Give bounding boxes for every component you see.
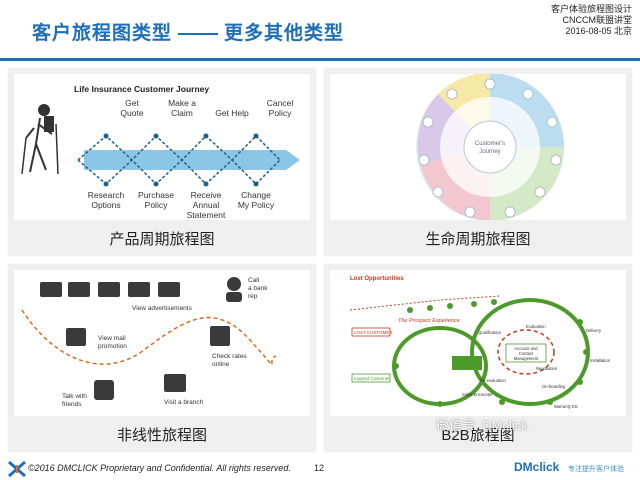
bank-icon: [164, 374, 186, 392]
lifecycle-wheel-svg: Customer's Journey: [416, 72, 564, 221]
radio-icon: [158, 282, 180, 297]
label-call-rep-2: a bank: [248, 285, 268, 292]
lifecycle-wheel: Customer's Journey: [330, 72, 626, 221]
lost-customer-label: LOST CUSTOMER: [354, 330, 393, 335]
friends-icon: [94, 380, 114, 400]
b2b-nodes: [393, 299, 589, 407]
wheel-center-label-2: Journey: [479, 149, 500, 155]
label-view-mail-2: promotion: [98, 343, 127, 350]
label-call-rep-3: rep: [248, 293, 258, 300]
label-talk-friends-2: friends: [62, 401, 82, 408]
lost-customer-box: [351, 327, 391, 337]
nonlinear-path: [21, 309, 277, 366]
legend-label: Legend Customer: [354, 376, 390, 381]
title-dash: [178, 32, 219, 35]
brand-slogan: 专注提升客户体验: [568, 466, 624, 473]
hiker-icon: [21, 104, 59, 175]
b2b-node-label: Negotiation: [536, 366, 558, 371]
panel-caption-lifecycle: 生命周期旅程图: [425, 231, 531, 248]
panel-b2b: Lost Opportunities The Prospect Experien…: [324, 264, 632, 452]
b2b-node-label: Qualification: [478, 330, 502, 335]
mail-icon: [66, 328, 86, 346]
panel-caption-b2b: B2B旅程图: [441, 427, 515, 444]
b2b-inner-cycle: [497, 329, 555, 375]
center-box: [505, 343, 547, 363]
b2b-node-label: Warranty Etc: [554, 404, 578, 409]
brand-logo: DMclick: [514, 460, 560, 474]
b2b-node-label: Sales Encounter: [462, 392, 493, 397]
wheel-center: [463, 120, 517, 174]
event-info: 客户体验旅程图设计 CNCCM联盟讲堂 2016-08-05 北京: [551, 4, 632, 37]
b2b-journey-diagram: Lost Opportunities The Prospect Experien…: [330, 270, 626, 416]
b2b-title: Lost Opportunities: [350, 276, 404, 282]
journey-arrow: [84, 150, 300, 170]
journey-path-lower: [77, 158, 281, 186]
label-visit-branch: Visit a branch: [164, 399, 204, 406]
panel-non-linear: Call a bank rep View advertisements View…: [8, 264, 316, 452]
channel-icons: [40, 277, 242, 400]
copyright-text: ©2016 DMCLICK Proprietary and Confidenti…: [28, 463, 291, 473]
panel-caption-nonlinear: 非线性旅程图: [116, 427, 207, 444]
b2b-node-label: Installation: [590, 358, 611, 363]
event-line-1: 客户体验旅程图设计: [550, 4, 632, 14]
label-call-rep-1: Call: [248, 277, 260, 284]
event-line-3: 2016-08-05 北京: [565, 26, 632, 36]
b2b-journey-svg: Lost Opportunities The Prospect Experien…: [349, 276, 611, 409]
center-label-1: Account and: [514, 346, 538, 351]
event-line-2: CNCCM联盟讲堂: [562, 15, 633, 25]
b2b-subtitle: The Prospect Experience: [398, 318, 460, 324]
center-label-3: Management: [514, 356, 539, 361]
b2b-node-label: Delivery: [586, 328, 602, 333]
recruiter-box: [452, 356, 482, 370]
wechat-watermark: 微信号: DMclick: [436, 418, 528, 433]
bank-rep-icon: [227, 277, 241, 291]
header-rule: [0, 58, 640, 61]
b2b-node-label: Re-evaluation: [480, 378, 507, 383]
billboard-icon: [98, 282, 120, 297]
b2b-node-label: On-boarding: [542, 384, 566, 389]
diagram-title: Life Insurance Customer Journey: [74, 84, 209, 94]
top-step-label: Get Help: [215, 108, 249, 118]
label-check-rates-1: Check rates: [212, 353, 247, 360]
panel-life-cycle: Customer's Journey 生命周期旅程图: [324, 68, 632, 256]
center-label-2: Contact: [519, 351, 534, 356]
newspaper-icon: [128, 282, 150, 297]
tablet-icon: [68, 282, 90, 297]
wheel-center-label-1: Customer's: [475, 141, 505, 147]
label-view-ads: View advertisements: [132, 305, 193, 312]
slide-header: 客户旅程图类型 更多其他类型 客户体验旅程图设计 CNCCM联盟讲堂 2016-0…: [0, 0, 640, 62]
company-x-logo-icon: [8, 461, 26, 477]
nonlinear-journey-diagram: Call a bank rep View advertisements View…: [14, 270, 310, 416]
page-title: 客户旅程图类型 更多其他类型: [32, 18, 344, 45]
slide-footer: ©2016 DMCLICK Proprietary and Confidenti…: [0, 458, 640, 480]
laptop-icon: [40, 282, 62, 297]
legend-box: [351, 373, 391, 383]
title-sub: 更多其他类型: [224, 23, 345, 44]
b2b-node-label: Evaluation: [526, 324, 546, 329]
label-talk-friends-1: Talk with: [62, 393, 87, 400]
panel-caption-product: 产品周期旅程图: [109, 231, 215, 248]
label-check-rates-2: online: [212, 361, 230, 368]
nonlinear-journey-svg: Call a bank rep View advertisements View…: [21, 277, 277, 408]
title-main: 客户旅程图类型: [32, 23, 173, 44]
label-view-mail-1: View mail: [98, 335, 126, 342]
calculator-icon: [210, 326, 230, 346]
page-number: 12: [314, 463, 325, 473]
